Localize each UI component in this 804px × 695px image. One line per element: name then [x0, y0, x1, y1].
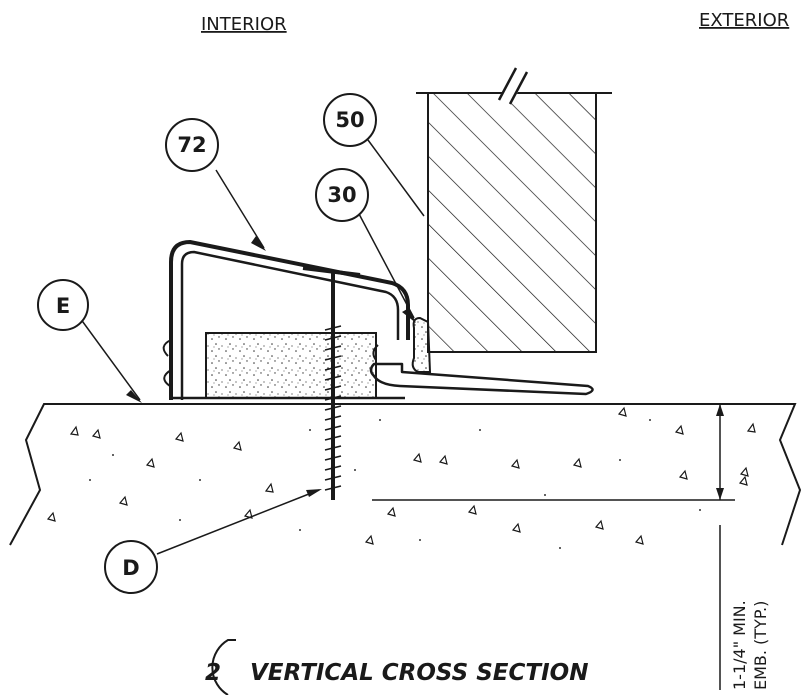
svg-text:72: 72 [177, 133, 206, 157]
callout-30: 30 [315, 168, 369, 222]
section-number: 2 [205, 660, 221, 686]
embedment-dimension [372, 404, 735, 690]
svg-text:D: D [122, 556, 139, 580]
dimension-text-2: EMB. (TYP.) [751, 601, 770, 690]
section-title-text: VERTICAL CROSS SECTION [250, 660, 588, 686]
callout-d: D [104, 540, 158, 594]
leader-lines [79, 139, 425, 555]
dimension-text-1: 1-1/4" MIN. [730, 600, 749, 690]
weatherstrip [411, 316, 432, 373]
callout-e: E [37, 279, 89, 331]
svg-text:30: 30 [327, 183, 356, 207]
threshold-profile [162, 240, 594, 400]
callout-50: 50 [323, 93, 377, 147]
interior-heading: INTERIOR [201, 14, 287, 35]
svg-text:50: 50 [335, 108, 364, 132]
concrete-slab [9, 403, 802, 549]
exterior-heading: EXTERIOR [699, 10, 789, 31]
section-title: 2 VERTICAL CROSS SECTION [205, 639, 588, 695]
svg-text:E: E [56, 294, 70, 318]
anchor-screw [302, 266, 361, 500]
door-leaf [416, 64, 612, 353]
callout-72: 72 [165, 118, 219, 172]
